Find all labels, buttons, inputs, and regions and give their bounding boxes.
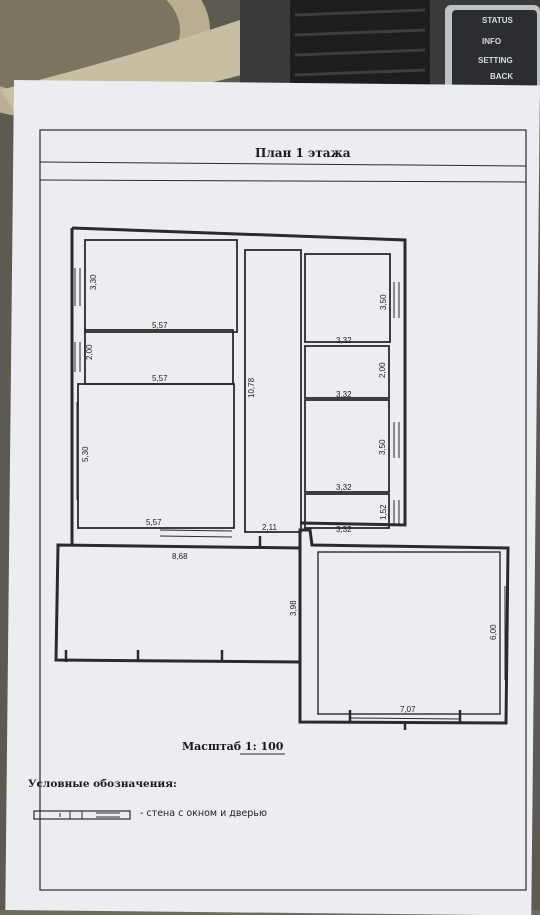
dim-530: 5,30 bbox=[81, 446, 90, 462]
back-button: BACK bbox=[490, 72, 514, 81]
corridor bbox=[244, 249, 302, 533]
dim-332-d: 3,32 bbox=[336, 525, 352, 534]
outer-wall-upper bbox=[71, 226, 407, 527]
dim-557-a: 5,57 bbox=[152, 321, 168, 330]
room-lower-left bbox=[54, 543, 302, 664]
dim-350-b: 3,50 bbox=[378, 439, 387, 455]
dim-557-b: 5,57 bbox=[152, 374, 168, 383]
page-frame bbox=[39, 129, 527, 891]
dim-398: 3,98 bbox=[289, 600, 298, 616]
dim-1078: 10,78 bbox=[247, 377, 256, 398]
dim-350-a: 3,50 bbox=[379, 294, 388, 310]
dim-332-b: 3,32 bbox=[336, 390, 352, 399]
room-left-3 bbox=[77, 383, 235, 529]
dim-211: 2,11 bbox=[262, 523, 278, 532]
info-button: INFO bbox=[482, 37, 502, 46]
setting-button: SETTING bbox=[478, 56, 513, 65]
status-button: STATUS bbox=[482, 16, 513, 25]
room-right-3 bbox=[304, 399, 390, 493]
dim-557-c: 5,57 bbox=[146, 518, 162, 527]
room-right-2 bbox=[304, 345, 390, 399]
dim-868: 8,68 bbox=[172, 552, 188, 561]
dim-152: 1,52 bbox=[379, 504, 388, 520]
room-lower-right bbox=[298, 528, 510, 725]
air-vent bbox=[290, 0, 430, 95]
legend-title: Условные обозначения: bbox=[28, 778, 177, 790]
dim-600: 6,00 bbox=[489, 624, 498, 640]
plan-title: План 1 этажа bbox=[255, 146, 351, 160]
dim-200-left: 2,00 bbox=[85, 344, 94, 360]
dim-332-a: 3,32 bbox=[336, 336, 352, 345]
title-divider bbox=[39, 161, 527, 167]
room-right-1 bbox=[304, 253, 391, 343]
dim-707: 7,07 bbox=[400, 705, 416, 714]
dim-200-right: 2,00 bbox=[378, 362, 387, 378]
dim-330: 3,30 bbox=[89, 274, 98, 290]
dim-332-c: 3,32 bbox=[336, 483, 352, 492]
scale-label: Масштаб 1: 100 bbox=[182, 740, 284, 753]
room-right-4 bbox=[304, 493, 390, 529]
room-left-1 bbox=[84, 239, 238, 333]
legend-item-text: - стена с окном и дверью bbox=[140, 808, 267, 819]
